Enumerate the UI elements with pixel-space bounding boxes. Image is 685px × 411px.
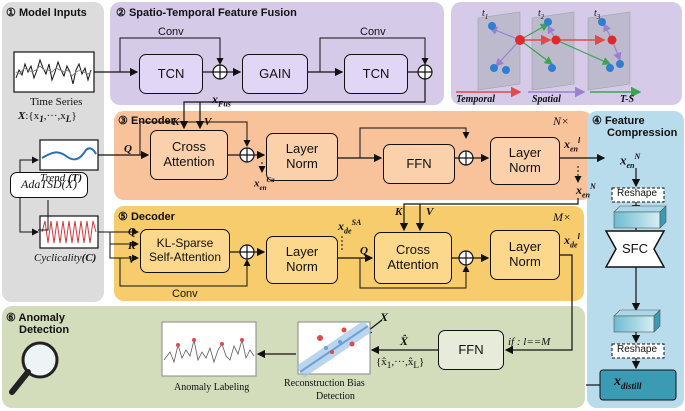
- adatsd-to-cyc: [38, 200, 49, 231]
- x-en-ca-label: xenCa: [254, 176, 275, 192]
- time-series-chart: [13, 51, 95, 93]
- temporal-legend-label: Temporal: [456, 94, 496, 105]
- compression-cube-bottom: [613, 309, 661, 333]
- encoder-k-label: K: [172, 116, 180, 128]
- detection-ffn-box: FFN: [438, 330, 504, 370]
- time-series-label: Time Series: [30, 96, 83, 108]
- decoder-k-label: K: [128, 240, 136, 252]
- decoder-cross-v-label: V: [426, 206, 434, 218]
- decoder-q-label: Q: [128, 226, 136, 238]
- conv-left-label: Conv: [158, 26, 184, 38]
- compression-title-2: Compression: [607, 127, 678, 139]
- decoder-conv-label: Conv: [172, 288, 198, 300]
- compression-cube-top: [613, 205, 667, 229]
- encoder-ffn-box: FFN: [383, 144, 455, 184]
- reconstruction-bias-chart: [296, 320, 372, 378]
- decoder-v-label: V: [128, 254, 136, 266]
- encoder-cross-attention-box: Cross Attention: [150, 130, 228, 180]
- anomaly-labeling-label: Anomaly Labeling: [174, 382, 250, 393]
- x-en-l-label: xenl: [564, 136, 581, 154]
- decoder-title: ⑤ Decoder: [118, 211, 175, 223]
- decoder-cross-attention-box: Cross Attention: [374, 232, 452, 284]
- x-hat-label: X̂: [400, 334, 409, 348]
- encoder-q-label: Q: [124, 143, 132, 155]
- decoder-cross-k-label: K: [395, 206, 403, 218]
- x-de-sa-label: xdeSA: [338, 218, 362, 236]
- ts-legend-label: T-S: [620, 94, 635, 105]
- x-distill-label: xdistill: [614, 374, 642, 391]
- st-planes: [477, 11, 631, 91]
- kl-sparse-self-attention-box: KL-Sparse Self-Attention: [140, 229, 230, 273]
- tcn-right-box: TCN: [344, 54, 408, 94]
- spatial-legend-label: Spatial: [532, 94, 561, 105]
- st-t1-label: t1: [482, 8, 489, 21]
- gain-box: GAIN: [242, 54, 308, 94]
- decoder-layer-norm-2-box: Layer Norm: [490, 230, 560, 280]
- tcn-left-box: TCN: [139, 54, 203, 94]
- detection-x-label: X: [380, 310, 389, 324]
- cyclicality-chart: [39, 215, 99, 249]
- x-de-l-label: xdel: [564, 232, 580, 250]
- time-series-set-label: X:{x1,···,xL}: [18, 110, 77, 125]
- encoder-title: ③ Encoder: [118, 115, 175, 127]
- fusion-title: ② Spatio-Temporal Feature Fusion: [116, 7, 297, 19]
- x-en-n-label: xenN: [576, 182, 596, 200]
- conv-right-label: Conv: [360, 26, 386, 38]
- reconstruction-label-1: Reconstruction Bias: [284, 378, 365, 389]
- reshape-top-label: Reshape: [617, 188, 658, 199]
- reconstruction-label-2: Detection: [316, 391, 355, 402]
- encoder-layer-norm-1-box: Layer Norm: [266, 133, 338, 181]
- reshape-bottom-label: Reshape: [617, 344, 658, 355]
- anomaly-labeling-chart: [161, 321, 257, 377]
- trend-label: Trend (T): [40, 172, 83, 184]
- decoder-repeat: M×: [553, 210, 572, 224]
- compression-x-en-n-label: xenN: [620, 152, 641, 170]
- inputs-title: ① Model Inputs: [6, 7, 87, 19]
- x-hat-set-label: {x̂1,···,x̂L}: [376, 356, 425, 371]
- encoder-layer-norm-2-box: Layer Norm: [490, 137, 560, 185]
- compression-title: ④ Feature: [592, 115, 645, 127]
- sfc-shape: [604, 230, 666, 268]
- detection-title: ⑥ Anomaly: [6, 312, 65, 324]
- cyclicality-label: Cyclicality(C): [34, 252, 97, 264]
- condition-label: if : l==M: [508, 336, 551, 348]
- encoder-repeat: N×: [553, 114, 570, 128]
- magnifier-icon: [9, 341, 59, 395]
- st-t2-label: t2: [538, 8, 545, 21]
- decoder-cross-q-label: Q: [360, 245, 368, 257]
- trend-chart: [39, 139, 99, 171]
- decoder-layer-norm-1-box: Layer Norm: [266, 236, 338, 284]
- x-fus-label: xFus: [212, 92, 231, 109]
- encoder-v-label: V: [204, 116, 212, 128]
- adatsd-box: AdaTSD(X): [10, 172, 88, 198]
- detection-title-2: Detection: [19, 324, 70, 336]
- st-t3-label: t3: [594, 8, 601, 21]
